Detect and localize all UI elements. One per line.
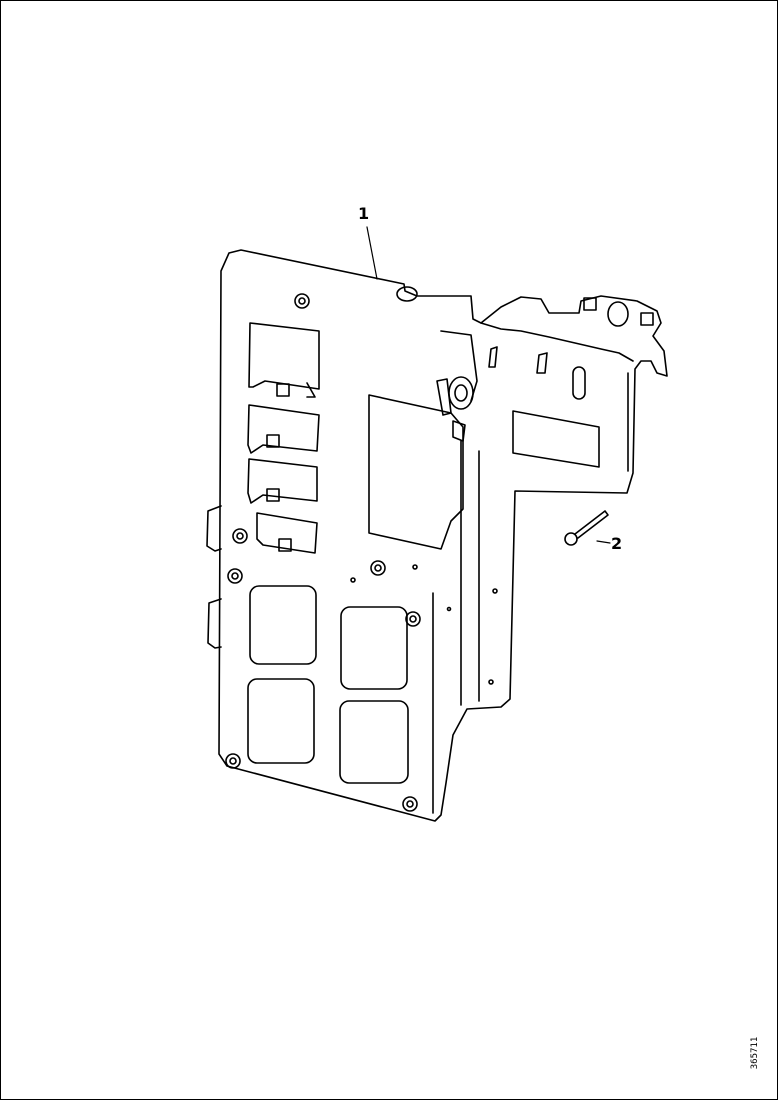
leader-line-1: [366, 226, 378, 280]
socket-4: [256, 512, 318, 554]
left-tab-upper: [206, 505, 222, 552]
socket-1-terminal: [276, 383, 290, 397]
cutout-upper-left: [249, 585, 317, 665]
mark-dot: [488, 679, 494, 685]
callout-label-1: 1: [358, 204, 370, 223]
bracket-fold-line: [480, 322, 634, 362]
bracket-boss-inner: [454, 384, 468, 402]
socket-2-terminal: [266, 434, 280, 448]
bracket-square-1: [583, 297, 597, 311]
socket-1: [248, 322, 320, 390]
bracket-hole-1: [396, 286, 418, 302]
center-window: [368, 394, 464, 550]
mounting-plate-outline: [218, 249, 668, 822]
mark-dot: [492, 588, 498, 594]
socket-1-clip: [306, 382, 316, 398]
bracket-slot-2: [536, 352, 548, 374]
socket-4-terminal: [278, 538, 292, 552]
socket-3-terminal: [266, 488, 280, 502]
socket-3: [247, 458, 318, 504]
screw-item-2: [564, 510, 609, 546]
bracket-slot-3: [572, 366, 586, 400]
bracket-tab: [436, 378, 452, 416]
callout-label-2: 2: [611, 534, 623, 553]
bracket-tab-2: [452, 420, 466, 442]
mark-dot: [350, 577, 356, 583]
leader-line-2: [596, 540, 611, 544]
bracket-slot-1: [488, 346, 498, 368]
bracket-square-2: [640, 312, 654, 326]
bracket-hole-2: [607, 301, 629, 327]
socket-2: [247, 404, 320, 454]
cutout-lower-right: [339, 700, 409, 784]
nut-fasteners: [225, 293, 421, 812]
bracket-boss: [448, 376, 474, 410]
left-tab-lower: [207, 598, 222, 649]
mark-dot: [412, 564, 418, 570]
bracket-fold-line-2: [440, 330, 478, 402]
cutout-lower-left: [247, 678, 315, 764]
right-window: [512, 410, 600, 468]
mark-dot: [446, 606, 452, 612]
cutout-upper-right: [340, 606, 408, 690]
document-id-label: 365711: [750, 1036, 760, 1070]
